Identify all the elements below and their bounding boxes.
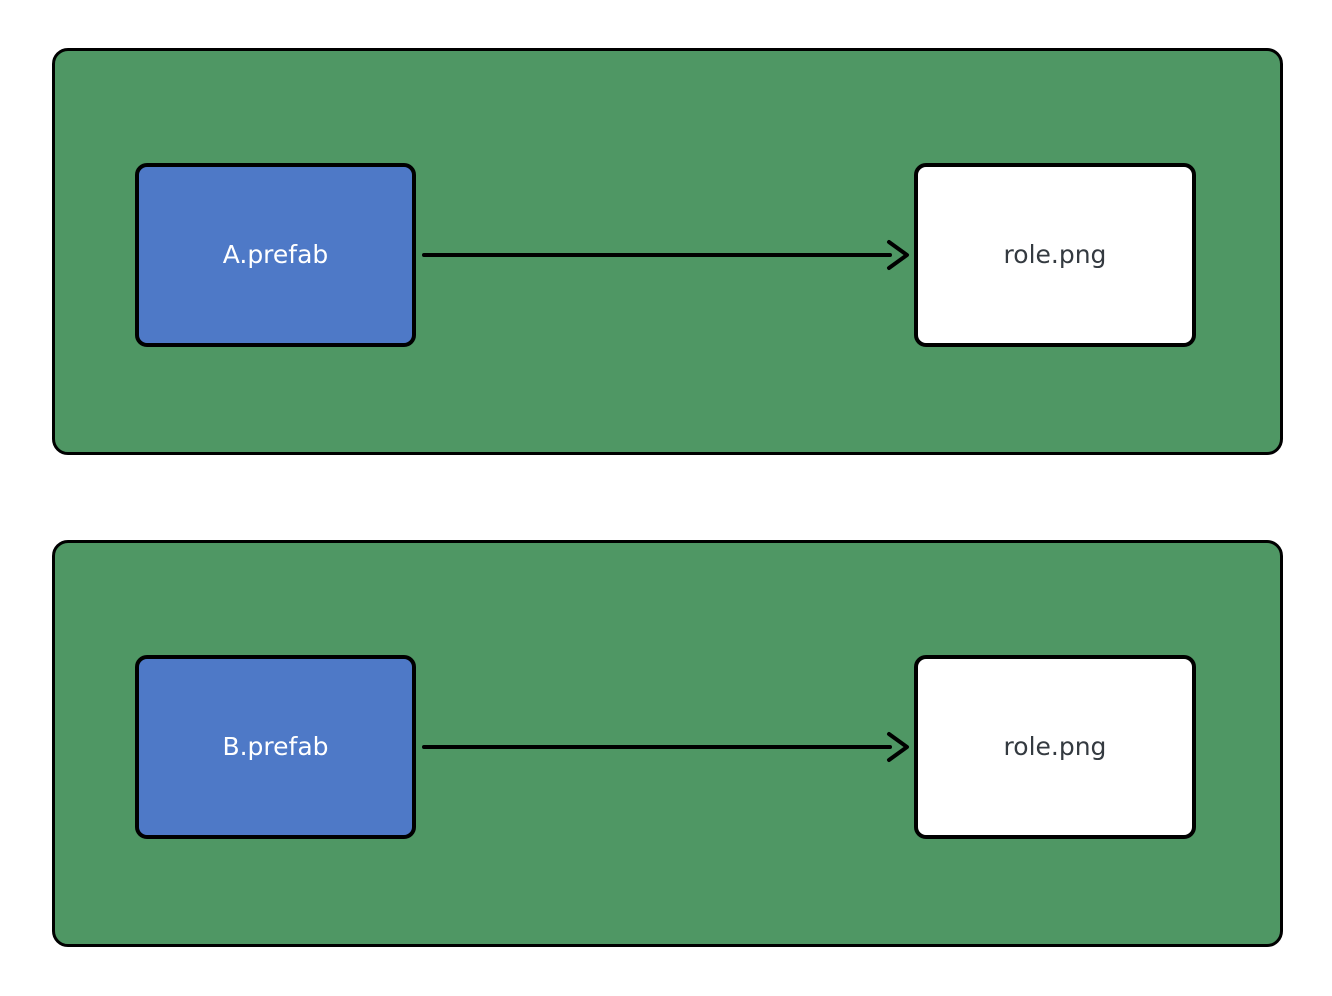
- arrow-b-to-role: [422, 732, 909, 762]
- arrowhead-icon: [887, 732, 909, 762]
- node-role-png-a-label: role.png: [1003, 240, 1107, 269]
- node-role-png-b-label: role.png: [1003, 732, 1107, 761]
- node-role-png-b: role.png: [914, 655, 1196, 839]
- node-b-prefab: B.prefab: [135, 655, 416, 839]
- arrow-a-to-role: [422, 240, 909, 270]
- node-a-prefab-label: A.prefab: [222, 240, 329, 269]
- node-role-png-a: role.png: [914, 163, 1196, 347]
- node-b-prefab-label: B.prefab: [222, 732, 329, 761]
- arrowhead-icon: [887, 240, 909, 270]
- group-panel-b: B.prefab role.png: [52, 540, 1283, 947]
- group-panel-a: A.prefab role.png: [52, 48, 1283, 455]
- node-a-prefab: A.prefab: [135, 163, 416, 347]
